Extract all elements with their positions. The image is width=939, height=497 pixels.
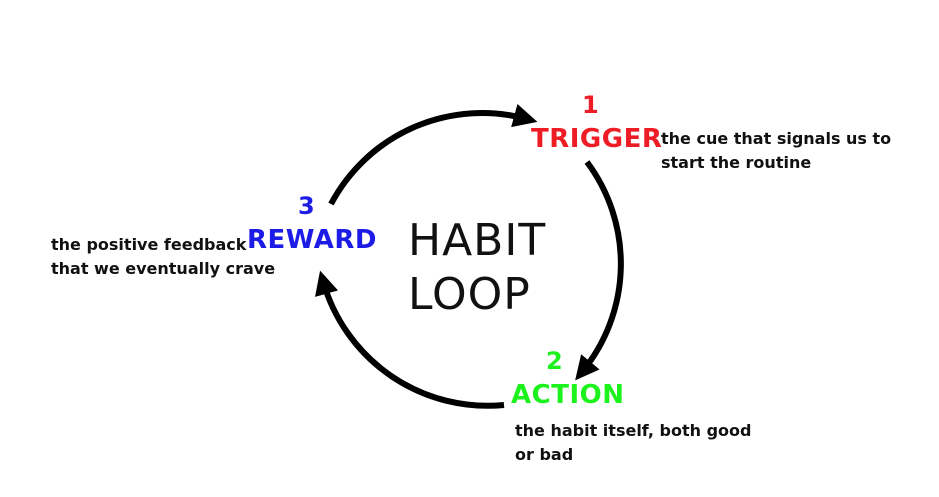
reward-label: REWARD bbox=[247, 225, 378, 255]
arrow-reward-to-trigger bbox=[328, 103, 538, 206]
trigger-number: 1 bbox=[582, 91, 599, 119]
habit-loop-title: HABIT LOOP bbox=[408, 214, 546, 322]
reward-number: 3 bbox=[298, 192, 315, 220]
trigger-label: TRIGGER bbox=[531, 124, 663, 154]
action-description-line-2: or bad bbox=[515, 445, 574, 464]
trigger-description: the cue that signals us to start the rou… bbox=[661, 127, 891, 175]
reward-description-line-2: that we eventually crave bbox=[51, 259, 276, 278]
action-description: the habit itself, both good or bad bbox=[515, 419, 751, 467]
arrow-trigger-to-action bbox=[575, 160, 624, 381]
action-number: 2 bbox=[546, 347, 563, 375]
title-line-2: LOOP bbox=[408, 269, 531, 320]
reward-description-line-1: the positive feedback bbox=[51, 235, 247, 254]
title-line-1: HABIT bbox=[408, 215, 547, 266]
arrow-action-to-reward bbox=[315, 270, 505, 409]
trigger-description-line-1: the cue that signals us to bbox=[661, 129, 892, 148]
action-label: ACTION bbox=[511, 380, 625, 410]
trigger-description-line-2: start the routine bbox=[661, 153, 812, 172]
reward-description: the positive feedback that we eventually… bbox=[51, 233, 275, 281]
action-description-line-1: the habit itself, both good bbox=[515, 421, 752, 440]
